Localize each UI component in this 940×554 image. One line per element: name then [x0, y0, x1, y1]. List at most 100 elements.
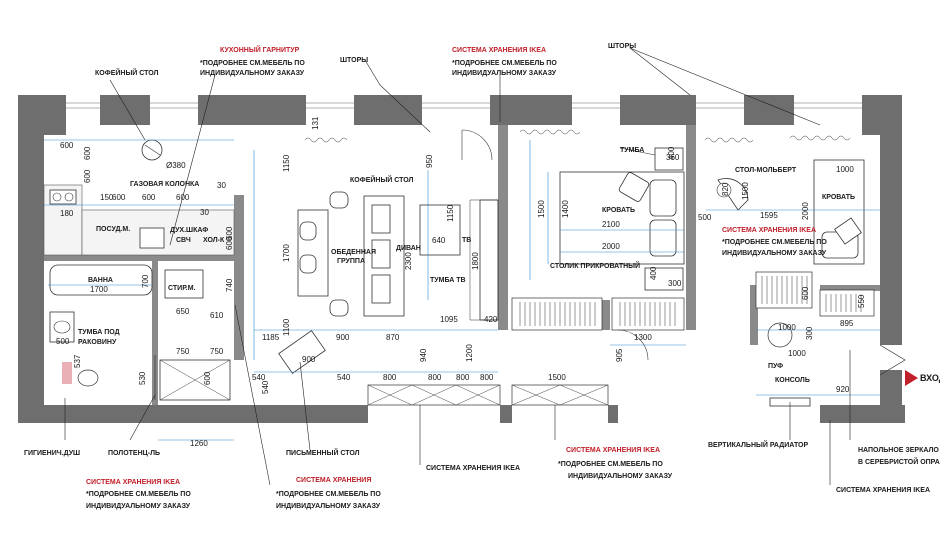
label-storage-red-mid: СИСТЕМА ХРАНЕНИЯ — [296, 477, 371, 484]
dim-640: 640 — [432, 236, 446, 245]
dim-1000a: 1000 — [836, 165, 854, 174]
dim-530: 530 — [138, 371, 147, 385]
label-kitchen-set: КУХОННЫЙ ГАРНИТУР — [220, 45, 300, 54]
label-ikea-storage-top: СИСТЕМА ХРАНЕНИЯ IKEA — [452, 47, 546, 54]
label-console: КОНСОЛЬ — [775, 377, 810, 384]
text-labels: КОФЕЙНЫЙ СТОЛ КУХОННЫЙ ГАРНИТУР *ПОДРОБН… — [24, 43, 940, 510]
bedroom-2 — [716, 159, 918, 407]
label-ikea-bottom-note-2: ИНДИВИДУАЛЬНОМУ ЗАКАЗУ — [568, 473, 673, 480]
bathtub — [49, 264, 153, 296]
dim-300b: 300 — [805, 326, 814, 340]
label-ikea-right-note-1: *ПОДРОБНЕЕ СМ.МЕБЕЛЬ ПО — [722, 239, 827, 246]
dim-820: 820 — [721, 182, 730, 196]
label-dishes: ПОСУД.М. — [96, 226, 130, 233]
label-fridge: ХОЛ-К — [203, 237, 225, 244]
label-dining-group-2: ГРУППА — [337, 258, 365, 265]
label-storage-mid-note-1: *ПОДРОБНЕЕ СМ.МЕБЕЛЬ ПО — [276, 491, 381, 498]
dim-800d: 800 — [456, 373, 470, 382]
dim-500: 500 — [56, 337, 70, 346]
dim-900a: 900 — [336, 333, 350, 342]
dim-360: 360 — [666, 153, 680, 162]
label-vertical-radiator: ВЕРТИКАЛЬНЫЙ РАДИАТОР — [708, 440, 808, 449]
label-washer: СТИР.М. — [168, 285, 196, 292]
kitchen-sink — [139, 227, 165, 249]
dim-600c: 600 — [83, 169, 92, 183]
ikea-storage-bedroom2 — [755, 271, 813, 309]
dim-870: 870 — [386, 333, 400, 342]
label-coffee-table-living: КОФЕЙНЫЙ СТОЛ — [350, 175, 414, 184]
dim-600j: 600 — [225, 236, 234, 250]
dim-650: 650 — [176, 307, 190, 316]
label-easel-table: СТОЛ-МОЛЬБЕРТ — [735, 167, 797, 174]
dim-1095: 1095 — [440, 315, 458, 324]
dim-1595: 1595 — [760, 211, 778, 220]
desk — [278, 330, 326, 374]
dim-800b: 800 — [428, 373, 442, 382]
dim-800a: 800 — [383, 373, 397, 382]
dimension-numbers: 600 600 Ø380 600 150 600 600 600 30 30 1… — [56, 116, 866, 448]
dim-940: 940 — [419, 348, 428, 362]
dim-400a: 400 — [667, 146, 676, 160]
ikea-storage-hall — [819, 289, 875, 317]
label-ikea-bottom-note-1: *ПОДРОБНЕЕ СМ.МЕБЕЛЬ ПО — [558, 461, 663, 468]
bedroom-1 — [511, 147, 685, 406]
dim-500b: 500 — [698, 213, 712, 222]
side-table — [644, 267, 684, 291]
walls — [18, 95, 905, 423]
dim-30b: 30 — [200, 208, 209, 217]
toilet — [77, 369, 99, 387]
dim-905: 905 — [615, 348, 624, 362]
dim-800c: 800 — [480, 373, 494, 382]
label-bed-2: КРОВАТЬ — [822, 194, 855, 201]
label-curtains-2: ШТОРЫ — [608, 43, 636, 50]
label-mirror-2: В СЕРЕБРИСТОЙ ОПРАВЕ — [858, 457, 940, 466]
label-side-table: СТОЛИК ПРИКРОВАТНЫЙ — [550, 261, 640, 270]
dim-740: 740 — [225, 278, 234, 292]
dim-540c: 540 — [337, 373, 351, 382]
coffee-table — [419, 204, 461, 256]
dim-1500b: 1500 — [537, 200, 546, 218]
dim-1300: 1300 — [634, 333, 652, 342]
label-entrance: ВХОД — [920, 373, 940, 383]
dim-900b: 900 — [302, 355, 316, 364]
dim-420: 420 — [484, 315, 498, 324]
dim-1400: 1400 — [561, 200, 570, 218]
label-hygienic-shower: ГИГИЕНИЧ.ДУШ — [24, 450, 80, 457]
label-kitchen-note-2: ИНДИВИДУАЛЬНОМУ ЗАКАЗУ — [200, 70, 305, 77]
label-bath: ВАННА — [88, 277, 113, 284]
label-storage-mid-note-2: ИНДИВИДУАЛЬНОМУ ЗАКАЗУ — [276, 503, 381, 510]
label-bedside: ТУМБА — [620, 147, 644, 154]
bedside-1 — [654, 147, 684, 171]
dim-1700b: 1700 — [282, 244, 291, 262]
label-oven-2: СВЧ — [176, 237, 191, 244]
label-mirror-1: НАПОЛЬНОЕ ЗЕРКАЛО — [858, 447, 939, 454]
dim-131: 131 — [311, 116, 320, 130]
curtains — [304, 129, 851, 143]
label-gas-boiler: ГАЗОВАЯ КОЛОНКА — [130, 181, 199, 188]
label-bed-1: КРОВАТЬ — [602, 207, 635, 214]
label-oven-1: ДУХ.ШКАФ — [170, 227, 208, 234]
dim-1800: 1800 — [471, 252, 480, 270]
dim-1150b: 1150 — [446, 204, 455, 222]
label-ikea-storage-far-right: СИСТЕМА ХРАНЕНИЯ IKEA — [836, 487, 930, 494]
dim-1500a: 1500 — [548, 373, 566, 382]
dim-30a: 30 — [217, 181, 226, 190]
kitchen — [43, 139, 235, 256]
label-kitchen-note-1: *ПОДРОБНЕЕ СМ.МЕБЕЛЬ ПО — [200, 60, 305, 67]
tv-stand — [479, 199, 499, 321]
dim-1150a: 1150 — [282, 154, 291, 172]
dim-150: 150 — [100, 193, 114, 202]
living-room — [278, 129, 501, 406]
cooktop — [49, 189, 77, 205]
label-tv-stand: ТУМБА ТВ — [430, 277, 466, 284]
dim-600a: 600 — [60, 141, 74, 150]
label-pouf: ПУФ — [768, 363, 783, 370]
dim-750b: 750 — [176, 347, 190, 356]
label-tv: ТВ — [462, 237, 471, 244]
dim-700: 700 — [141, 274, 150, 288]
dim-920: 920 — [836, 385, 850, 394]
dim-540a: 540 — [252, 373, 266, 382]
label-storage-bl-note-1: *ПОДРОБНЕЕ СМ.МЕБЕЛЬ ПО — [86, 491, 191, 498]
dim-1200: 1200 — [465, 344, 474, 362]
